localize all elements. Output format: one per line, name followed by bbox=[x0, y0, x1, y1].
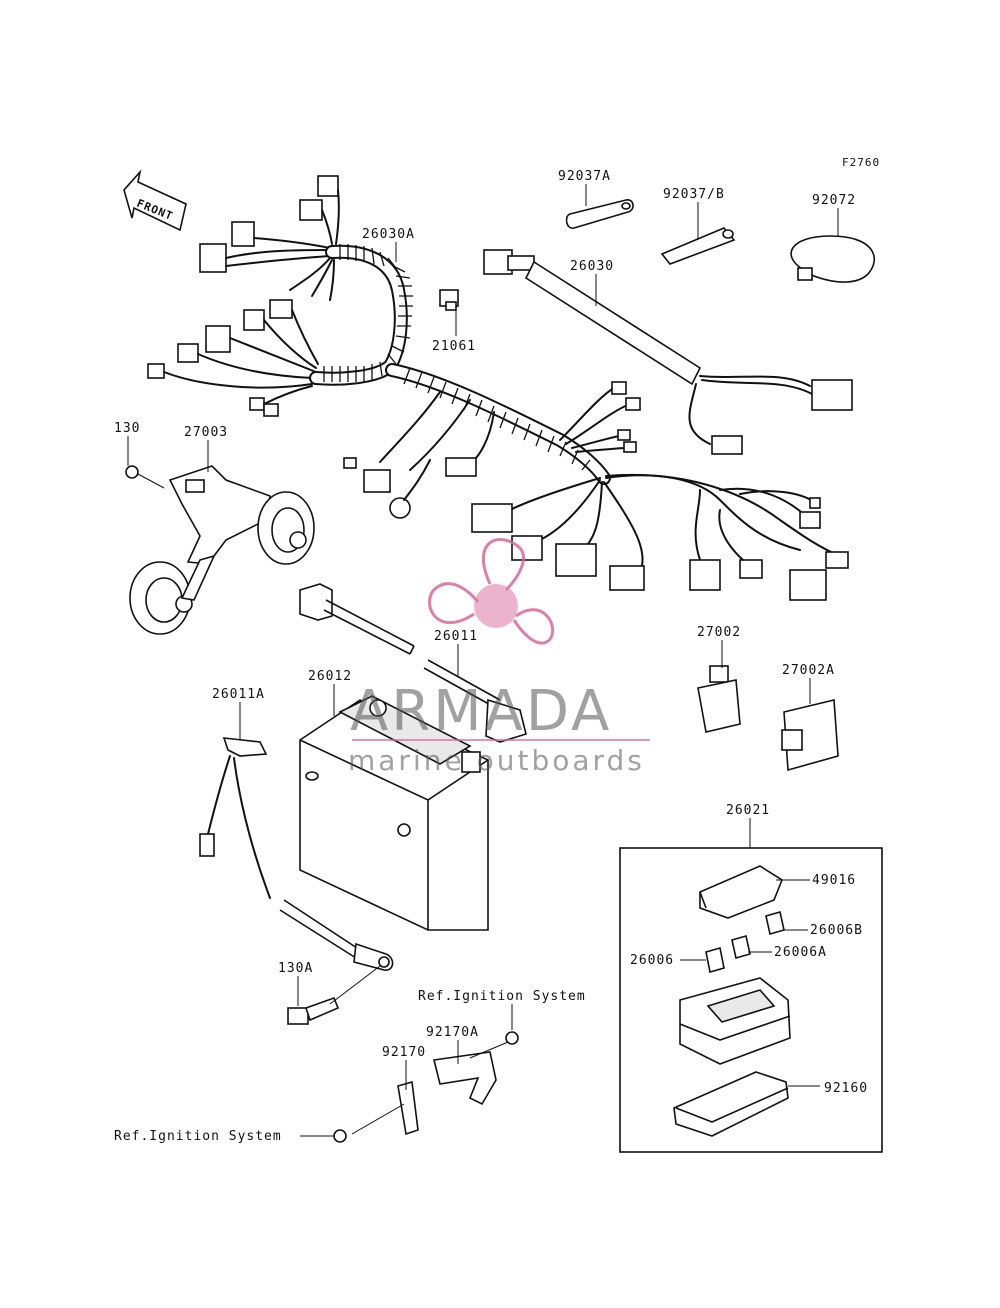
label-27003: 27003 bbox=[184, 425, 228, 440]
label-27002A: 27002A bbox=[782, 663, 835, 678]
label-26030: 26030 bbox=[570, 259, 614, 274]
label-26012: 26012 bbox=[308, 669, 352, 684]
part-26006-fuse bbox=[705, 946, 725, 974]
part-26012-battery bbox=[299, 695, 489, 931]
part-27002-relay bbox=[697, 665, 741, 733]
label-26006B: 26006B bbox=[810, 923, 863, 938]
label-26021: 26021 bbox=[726, 803, 770, 818]
label-26011: 26011 bbox=[434, 629, 478, 644]
label-26006: 26006 bbox=[630, 953, 674, 968]
watermark-sub: marine outboards bbox=[348, 744, 645, 777]
label-92037A: 92037A bbox=[558, 169, 611, 184]
label-130: 130 bbox=[114, 421, 140, 436]
label-26011A: 26011A bbox=[212, 687, 265, 702]
harness-26030A bbox=[147, 175, 849, 601]
part-92037A bbox=[565, 199, 634, 229]
part-27002A-relay bbox=[781, 699, 839, 772]
part-26006A-fuse bbox=[731, 934, 751, 960]
part-49016-cover bbox=[699, 865, 783, 919]
label-27002: 27002 bbox=[697, 625, 741, 640]
label-130A: 130A bbox=[278, 961, 313, 976]
part-92037B bbox=[660, 227, 736, 265]
front-arrow-icon: FRONT bbox=[123, 169, 187, 232]
label-21061: 21061 bbox=[432, 339, 476, 354]
part-27003-horn-assembly bbox=[125, 465, 315, 635]
label-92160: 92160 bbox=[824, 1081, 868, 1096]
label-26030A: 26030A bbox=[362, 227, 415, 242]
part-nut-bottom bbox=[333, 1129, 347, 1143]
part-92160-cover bbox=[673, 1071, 789, 1137]
part-26011A-ground-cable bbox=[199, 737, 394, 971]
ref-ignition-bottom: Ref.Ignition System bbox=[114, 1129, 282, 1144]
label-92072: 92072 bbox=[812, 193, 856, 208]
watermark-logo: ARMADA marine outboards bbox=[348, 538, 650, 777]
part-92170A-bracket bbox=[433, 1041, 509, 1106]
part-nut-top bbox=[505, 1031, 519, 1045]
fuse-box-group-frame bbox=[619, 847, 883, 1153]
label-92170: 92170 bbox=[382, 1045, 426, 1060]
label-92037B: 92037/B bbox=[663, 187, 725, 202]
part-92072 bbox=[790, 235, 876, 283]
part-130A-bolt bbox=[287, 996, 340, 1025]
part-26011-battery-cable bbox=[299, 583, 527, 743]
propeller-icon bbox=[428, 538, 555, 645]
label-26006A: 26006A bbox=[774, 945, 827, 960]
part-fuse-box-body bbox=[679, 977, 791, 1065]
figure-code: F2760 bbox=[842, 156, 880, 169]
label-49016: 49016 bbox=[812, 873, 856, 888]
label-92170A: 92170A bbox=[426, 1025, 479, 1040]
part-21061 bbox=[439, 289, 459, 311]
watermark-brand: ARMADA bbox=[350, 679, 612, 744]
harness-26030 bbox=[483, 249, 853, 455]
part-26006B-fuse bbox=[765, 910, 785, 936]
part-92170-bracket bbox=[351, 1080, 419, 1136]
ref-ignition-top: Ref.Ignition System bbox=[418, 989, 586, 1004]
